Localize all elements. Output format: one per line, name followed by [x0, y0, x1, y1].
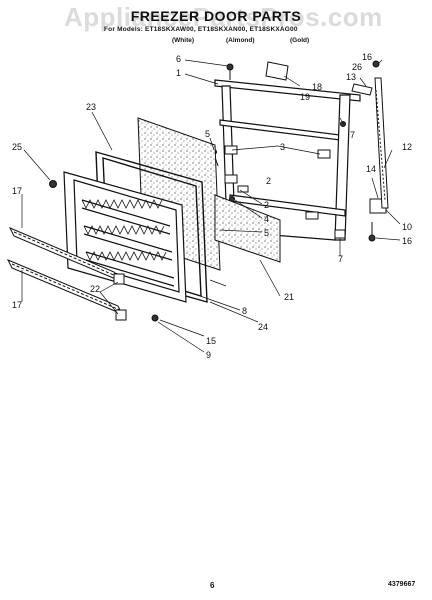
- callout-2a: 2: [266, 176, 271, 186]
- callout-8: 8: [242, 306, 247, 316]
- hinge-bar: [374, 77, 389, 209]
- callout-25: 25: [12, 142, 22, 152]
- hardware-parts: [224, 61, 387, 239]
- callout-17b: 17: [12, 300, 22, 310]
- callout-numbers: 6 1 23 25 5 3 2 2 4 5 7 7 16 26 13 18 19…: [12, 52, 412, 360]
- callout-16a: 16: [362, 52, 372, 62]
- callout-6: 6: [176, 54, 181, 64]
- callout-14: 14: [366, 164, 376, 174]
- document-number: 4379667: [388, 581, 416, 588]
- callout-7b: 7: [338, 254, 343, 264]
- callout-23: 23: [86, 102, 96, 112]
- callout-15: 15: [206, 336, 216, 346]
- model-numbers: For Models: ET18SKXAW00, ET18SKXAN00, ET…: [104, 26, 298, 33]
- watermark: AppliancePartsPros.com: [64, 2, 383, 32]
- callout-12: 12: [402, 142, 412, 152]
- callout-5b: 5: [264, 228, 269, 238]
- callout-4: 4: [264, 214, 269, 224]
- callout-1: 1: [176, 68, 181, 78]
- callout-9: 9: [206, 350, 211, 360]
- callout-17a: 17: [12, 186, 22, 196]
- page-title: FREEZER DOOR PARTS: [130, 8, 302, 24]
- page-number: 6: [210, 581, 215, 590]
- callout-leaders: [21, 59, 401, 353]
- callout-5a: 5: [205, 129, 210, 139]
- callout-13: 13: [346, 72, 356, 82]
- callout-22: 22: [90, 284, 100, 294]
- callout-7a: 7: [350, 130, 355, 140]
- callout-16b: 16: [402, 236, 412, 246]
- door-frame-assembly: [214, 79, 361, 241]
- callout-3: 3: [280, 142, 285, 152]
- callout-21: 21: [284, 292, 294, 302]
- callout-24: 24: [258, 322, 268, 332]
- door-liner: [63, 171, 187, 303]
- finish-white: (White): [172, 37, 195, 44]
- callout-2b: 2: [264, 200, 269, 210]
- finish-gold: (Gold): [290, 37, 310, 44]
- callout-10: 10: [402, 222, 412, 232]
- shelf-rails: [6, 227, 127, 321]
- finish-almond: (Almond): [226, 37, 255, 44]
- callout-18: 18: [312, 82, 322, 92]
- callout-19: 19: [300, 92, 310, 102]
- callout-26: 26: [352, 62, 362, 72]
